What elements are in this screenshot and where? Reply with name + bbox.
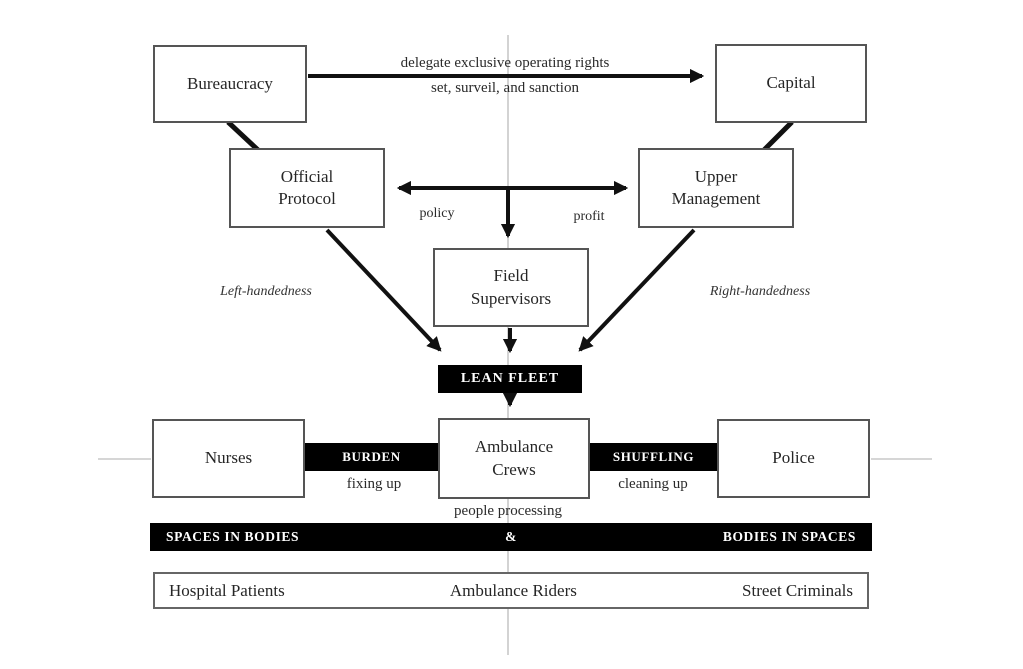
box-field-supervisors-label: Field Supervisors: [470, 266, 552, 308]
lean-fleet-band: LEAN FLEET: [438, 365, 582, 393]
people-processing-label: people processing: [454, 503, 562, 519]
ampersand-label: &: [505, 529, 517, 544]
arrows: [226, 68, 794, 408]
box-capital: Capital: [715, 44, 867, 123]
set-surveil-sanction-label: set, surveil, and sanction: [431, 80, 579, 96]
link-bureaucracy-official-protocol: [226, 120, 260, 152]
spaces-in-bodies-label: SPACES IN BODIES: [166, 529, 300, 544]
box-bureaucracy: Bureaucracy: [153, 45, 307, 123]
shuffling-band: SHUFFLING: [590, 443, 717, 471]
crosshair-guides: [98, 35, 932, 655]
box-field-supervisors: Field Supervisors: [433, 248, 589, 327]
box-official-protocol: Official Protocol: [229, 148, 385, 228]
shuffling-label: SHUFFLING: [612, 449, 695, 464]
hospital-patients-label: Hospital Patients: [169, 580, 285, 600]
delegate-rights-label: delegate exclusive operating rights: [400, 55, 610, 71]
box-nurses: Nurses: [152, 419, 305, 498]
box-nurses-label: Nurses: [204, 448, 253, 468]
arrow-management-to-lean-fleet: [578, 228, 696, 352]
profit-label: profit: [573, 209, 605, 224]
arrow-protocol-to-lean-fleet: [325, 228, 442, 352]
box-capital-label: Capital: [766, 73, 816, 93]
box-upper-management-label: Upper Management: [671, 166, 761, 208]
burden-label: BURDEN: [342, 449, 401, 464]
street-criminals-label: Street Criminals: [742, 580, 853, 600]
bodies-in-spaces-label: BODIES IN SPACES: [722, 529, 856, 544]
left-handedness-label: Left-handedness: [220, 284, 312, 299]
right-handedness-label: Right-handedness: [709, 284, 811, 299]
spaces-bodies-bar: SPACES IN BODIES & BODIES IN SPACES: [150, 523, 872, 551]
box-bureaucracy-label: Bureaucracy: [187, 73, 273, 93]
box-ambulance-crews-label: Ambulance Crews: [474, 437, 554, 479]
ambulance-riders-label: Ambulance Riders: [449, 580, 577, 600]
lean-fleet-label: LEAN FLEET: [460, 371, 560, 386]
policy-label: policy: [419, 206, 455, 221]
fixing-up-label: fixing up: [346, 476, 402, 492]
box-ambulance-crews: Ambulance Crews: [438, 418, 590, 499]
clients-box: Hospital Patients Ambulance Riders Stree…: [153, 572, 869, 609]
box-police-label: Police: [772, 448, 815, 468]
box-police: Police: [717, 419, 870, 498]
box-upper-management: Upper Management: [638, 148, 794, 228]
box-official-protocol-label: Official Protocol: [278, 166, 336, 208]
burden-band: BURDEN: [305, 443, 438, 471]
link-capital-upper-management: [762, 120, 794, 152]
cleaning-up-label: cleaning up: [618, 476, 688, 492]
